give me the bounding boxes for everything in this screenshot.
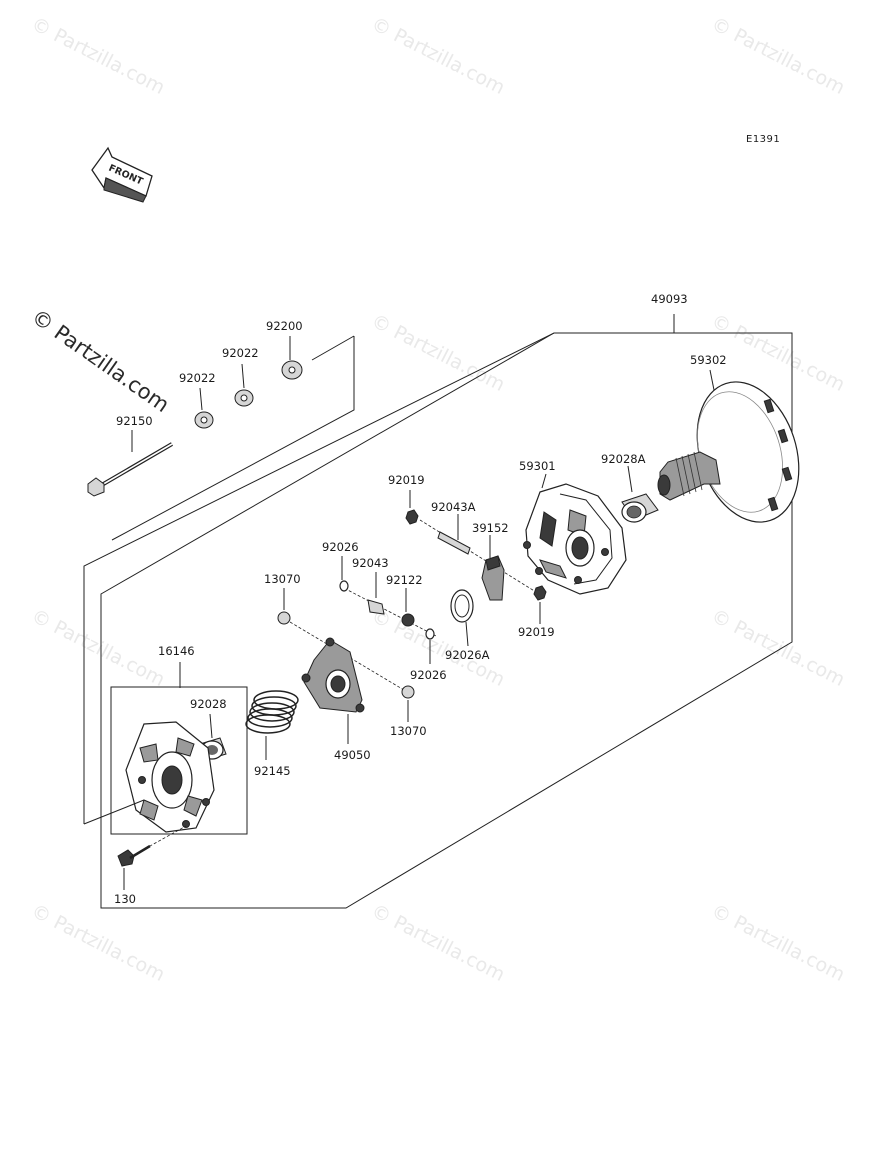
- watermark: © Partzilla.com: [28, 900, 169, 986]
- diagram-code: E1391: [746, 134, 780, 145]
- part-label[interactable]: 92022: [179, 371, 216, 385]
- part-label[interactable]: 92028: [190, 697, 227, 711]
- part-label[interactable]: 92122: [386, 573, 423, 587]
- watermark: © Partzilla.com: [28, 13, 169, 99]
- part-label[interactable]: 49093: [651, 292, 688, 306]
- part-label[interactable]: 13070: [264, 572, 301, 586]
- watermark: © Partzilla.com: [708, 900, 849, 986]
- watermark: © Partzilla.com: [28, 605, 169, 691]
- part-label[interactable]: 92026: [322, 540, 359, 554]
- part-label[interactable]: 92026A: [445, 648, 490, 662]
- bushing-92028a: [621, 493, 659, 523]
- part-label[interactable]: 13070: [390, 724, 427, 738]
- assembly-frame: [83, 314, 793, 909]
- washer-92026a: [450, 589, 474, 623]
- part-label[interactable]: 16146: [158, 644, 195, 658]
- shaft-92043a: [419, 519, 537, 593]
- cam-plate: [523, 483, 627, 595]
- movable-sheave: [657, 381, 800, 523]
- part-labels: 49093 59302 92028A 59301 92019 92043A 39…: [114, 292, 727, 906]
- long-bolt-92150: [87, 442, 174, 497]
- nut-92019-upper: [405, 509, 419, 525]
- part-label[interactable]: 92145: [254, 764, 291, 778]
- part-label[interactable]: 130: [114, 892, 136, 906]
- sheave-subframe: [110, 686, 248, 835]
- collar-13070-lower: [401, 685, 415, 699]
- part-label[interactable]: 92028A: [601, 452, 646, 466]
- part-label[interactable]: 92043: [352, 556, 389, 570]
- washer-92200: [281, 360, 303, 380]
- watermark: © Partzilla.com: [368, 900, 509, 986]
- part-label[interactable]: 92022: [222, 346, 259, 360]
- part-label[interactable]: 92150: [116, 414, 153, 428]
- part-label[interactable]: 39152: [472, 521, 509, 535]
- front-arrow-icon: FRONT: [91, 146, 153, 203]
- spring-92145: [245, 690, 299, 734]
- part-label[interactable]: 92019: [518, 625, 555, 639]
- part-label[interactable]: 92043A: [431, 500, 476, 514]
- fixed-sheave-16146: [125, 721, 215, 833]
- part-label[interactable]: 59301: [519, 459, 556, 473]
- bolt-130: [117, 825, 187, 867]
- washer-92022-right: [234, 389, 254, 407]
- bolt-group-frame: [111, 336, 355, 541]
- nut-92019-lower: [533, 585, 547, 601]
- watermark: © Partzilla.com: [368, 13, 509, 99]
- watermark-large: © Partzilla.com: [27, 304, 174, 417]
- watermark: © Partzilla.com: [708, 13, 849, 99]
- pin-assembly: [339, 580, 437, 640]
- washer-92022-left: [194, 411, 214, 429]
- part-label[interactable]: 92026: [410, 668, 447, 682]
- part-label[interactable]: 92200: [266, 319, 303, 333]
- part-label[interactable]: 49050: [334, 748, 371, 762]
- watermark: © Partzilla.com: [368, 310, 509, 396]
- spider-49050: [301, 637, 365, 713]
- collar-13070-upper: [277, 611, 291, 625]
- watermark: © Partzilla.com: [708, 605, 849, 691]
- part-label[interactable]: 59302: [690, 353, 727, 367]
- weight-39152: [481, 555, 505, 601]
- part-label[interactable]: 92019: [388, 473, 425, 487]
